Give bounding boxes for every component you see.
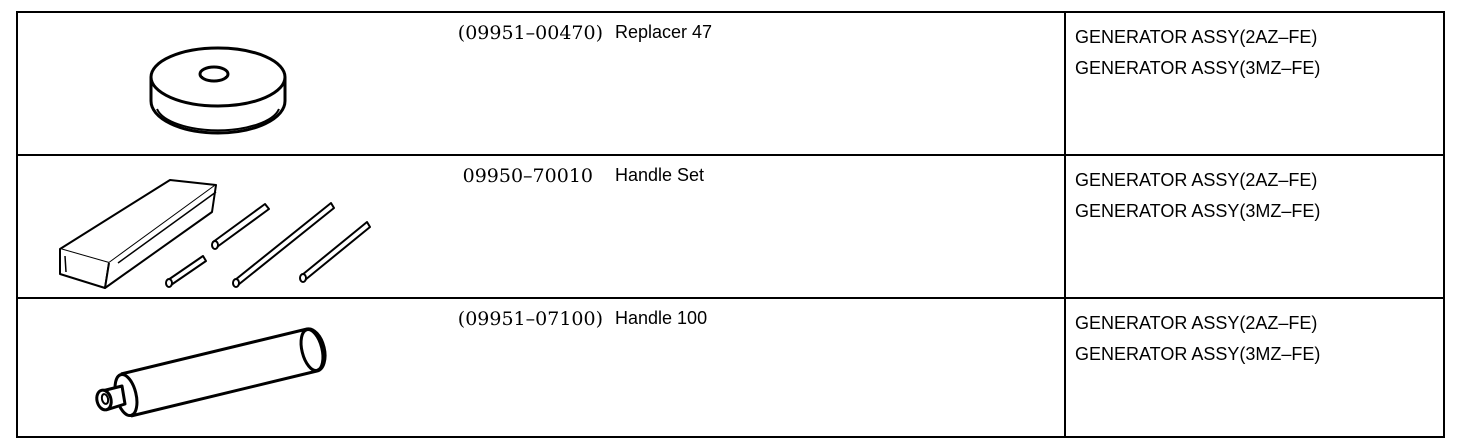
application-item: GENERATOR ASSY(2AZ–FE) [1075,170,1318,190]
application-item: GENERATOR ASSY(3MZ–FE) [1075,58,1321,78]
table-row: (09951–00470) Replacer 47 GENERATOR ASSY… [18,13,1443,156]
applications-list: GENERATOR ASSY(2AZ–FE) GENERATOR ASSY(3M… [1075,308,1320,370]
column-divider [1064,156,1066,297]
applications-list: GENERATOR ASSY(2AZ–FE) GENERATOR ASSY(3M… [1075,22,1320,84]
handle-illustration [18,299,418,436]
column-divider [1064,299,1066,436]
part-number: (09951–07100) [457,308,603,330]
tool-name: Handle 100 [615,308,708,328]
application-item: GENERATOR ASSY(2AZ–FE) [1075,27,1318,47]
part-number: (09951–00470) [457,22,603,44]
table-row: (09951–07100) Handle 100 GENERATOR ASSY(… [18,299,1443,436]
application-item: GENERATOR ASSY(3MZ–FE) [1075,201,1321,221]
ring-replacer-illustration [18,13,418,154]
applications-list: GENERATOR ASSY(2AZ–FE) GENERATOR ASSY(3M… [1075,165,1320,227]
application-item: GENERATOR ASSY(3MZ–FE) [1075,344,1321,364]
column-divider [1064,13,1066,154]
part-number: 09950–70010 [462,165,593,187]
application-item: GENERATOR ASSY(2AZ–FE) [1075,313,1318,333]
tool-name: Handle Set [615,165,705,185]
table-row: 09950–70010 Handle Set GENERATOR ASSY(2A… [18,156,1443,299]
handle-set-illustration [18,156,418,297]
tool-name: Replacer 47 [615,22,713,42]
special-service-tools-table: (09951–00470) Replacer 47 GENERATOR ASSY… [16,11,1445,438]
